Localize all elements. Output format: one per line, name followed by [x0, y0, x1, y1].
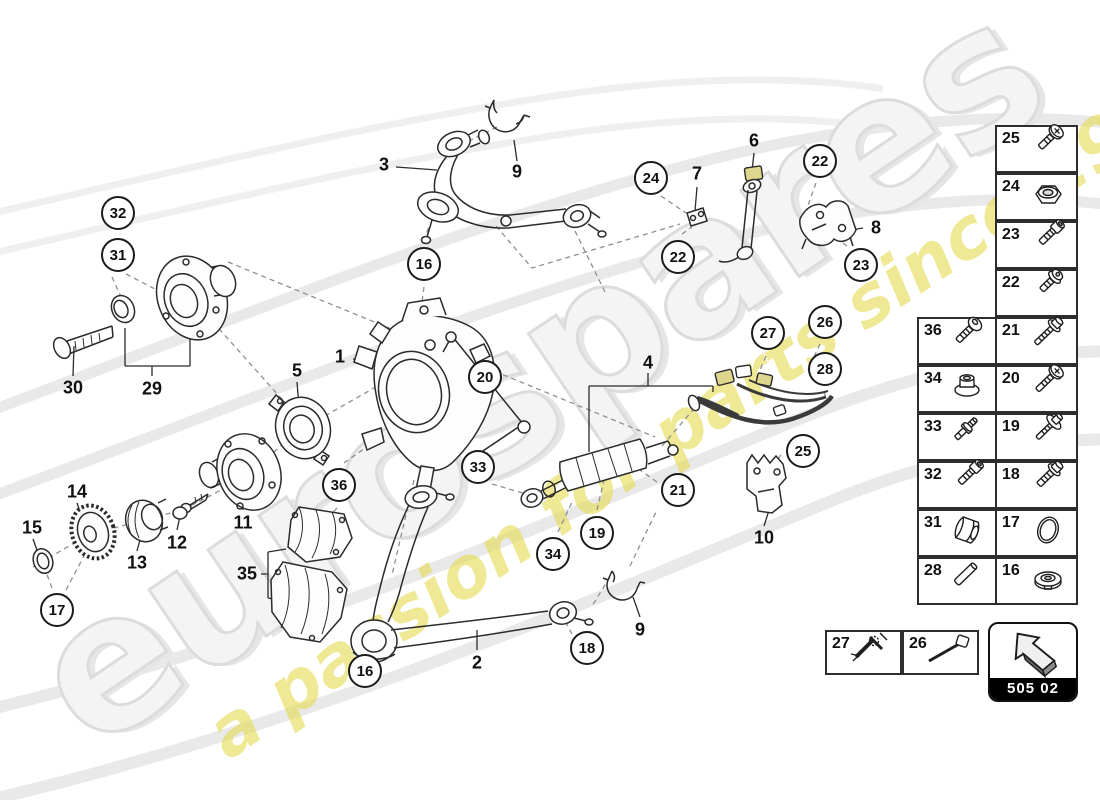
cv-joint-part [124, 498, 169, 543]
retaining-clip-top-part [484, 99, 531, 133]
seal-ring-part [32, 548, 54, 574]
back-arrow-icon [1003, 626, 1067, 680]
section-nav-box[interactable]: 505 02 [988, 622, 1078, 702]
heat-shield-upper-part [287, 506, 353, 563]
heat-shield-lower-part [270, 561, 348, 643]
wheel-bearing-part [267, 393, 332, 467]
tone-wheel-part [69, 503, 117, 561]
hub-bolt-part [172, 493, 209, 520]
sensor-harness-part [687, 364, 834, 425]
level-sensor-link-part [718, 165, 764, 263]
hub-and-bolt-part [52, 255, 237, 360]
rear-hub-part [198, 433, 282, 511]
lower-control-arm-part [350, 484, 594, 663]
wheel-carrier-part [353, 297, 531, 502]
upper-control-arm-part [416, 129, 607, 245]
retaining-clip-bottom-part [602, 570, 646, 601]
small-bracket-part [686, 207, 708, 227]
section-code: 505 02 [990, 678, 1076, 700]
sensor-bracket-part [799, 200, 857, 250]
damper-actuator-part [520, 438, 679, 508]
holder-bracket-part [746, 453, 787, 514]
